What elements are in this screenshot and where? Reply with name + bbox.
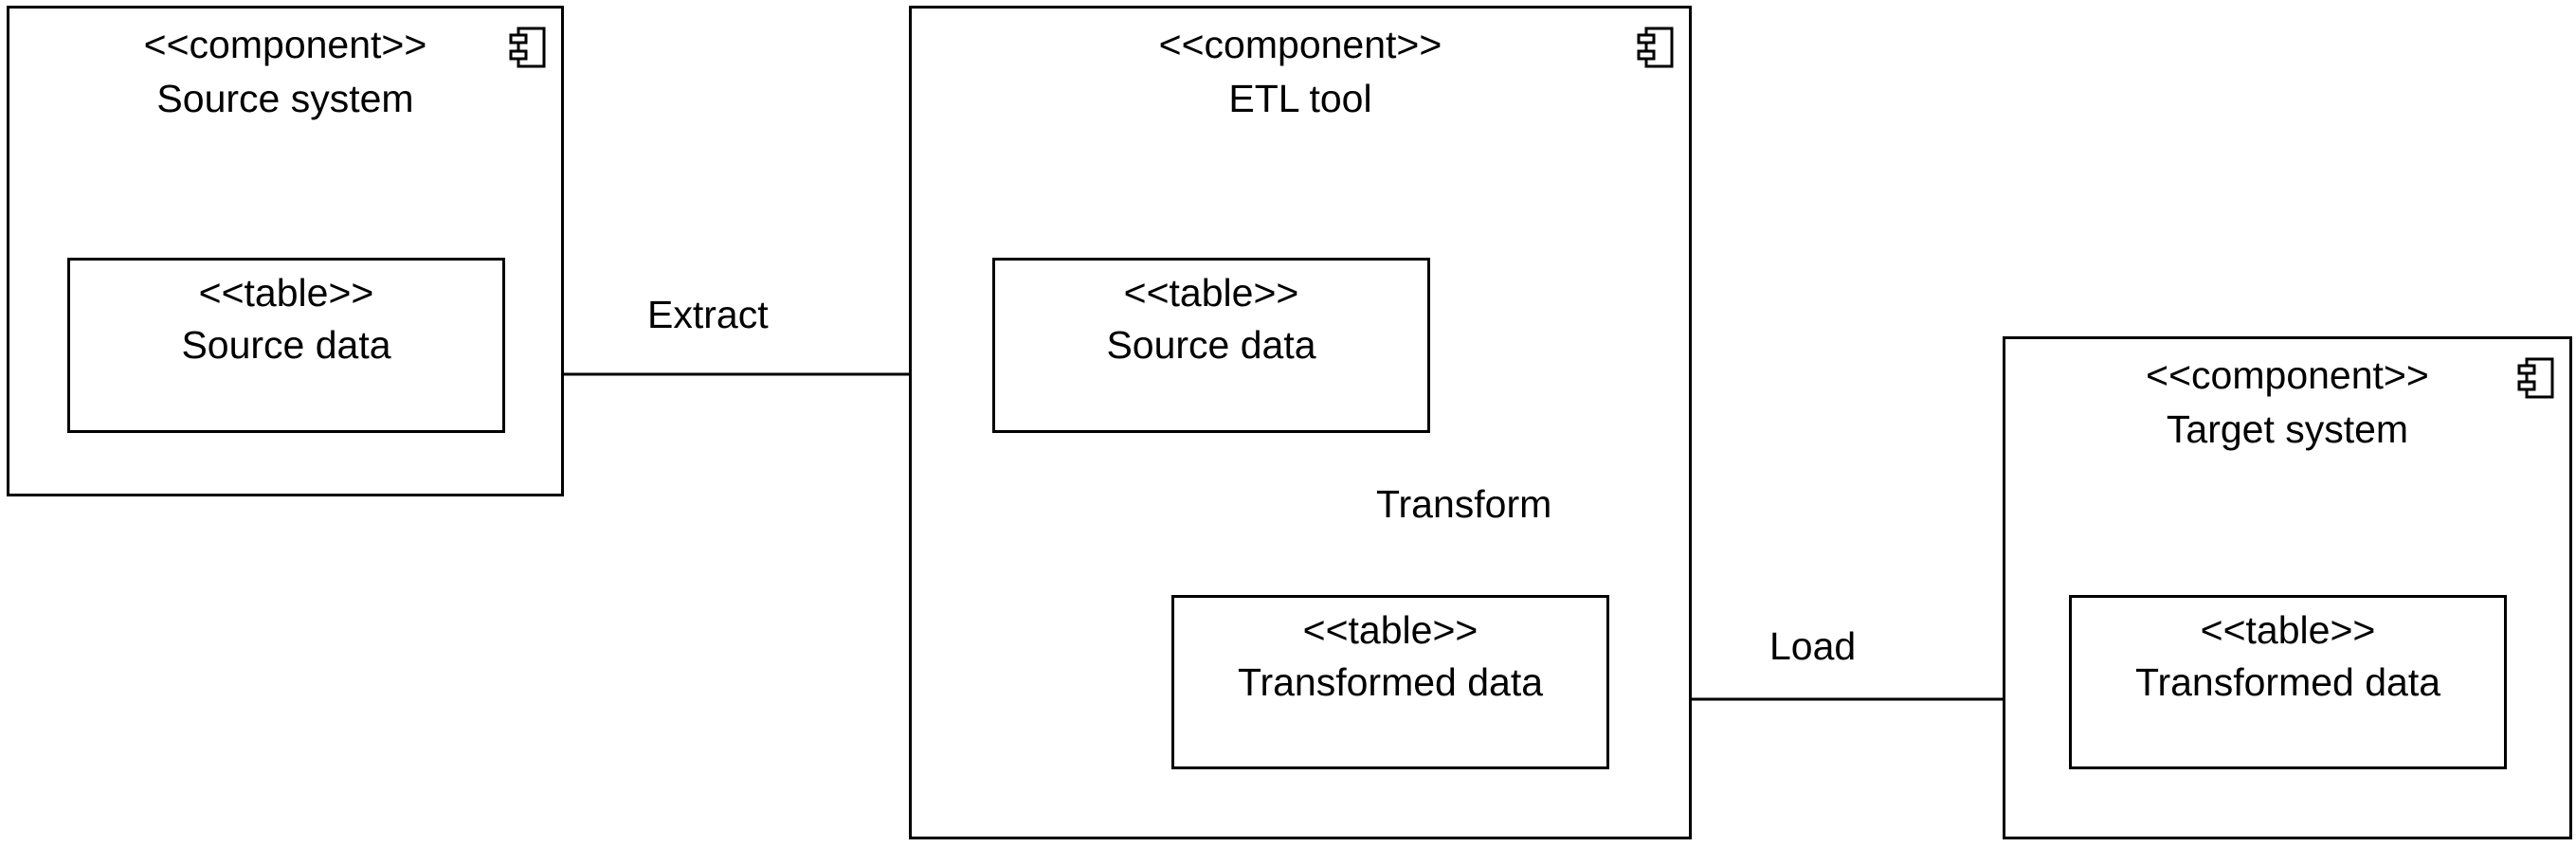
extract-label: Extract <box>647 293 769 336</box>
etl-tool-source-data-table: <<table>> Source data <box>992 258 1430 433</box>
uml-component-icon <box>509 27 546 68</box>
table-stereotype: <<table>> <box>1302 608 1478 652</box>
source-system-source-data-table: <<table>> Source data <box>67 258 505 433</box>
component-stereotype: <<component>> <box>143 23 427 66</box>
component-name: Source system <box>156 77 414 120</box>
component-stereotype: <<component>> <box>1158 23 1442 66</box>
table-name: Source data <box>181 323 391 367</box>
component-name: Target system <box>2166 407 2409 451</box>
table-stereotype: <<table>> <box>1123 271 1299 315</box>
table-stereotype: <<table>> <box>2200 608 2376 652</box>
target-system-transformed-data-table: <<table>> Transformed data <box>2069 595 2507 769</box>
component-name: ETL tool <box>1228 77 1372 120</box>
table-stereotype: <<table>> <box>198 271 374 315</box>
load-label: Load <box>1769 624 1857 668</box>
transform-label: Transform <box>1376 482 1552 526</box>
etl-tool-transformed-data-table: <<table>> Transformed data <box>1171 595 1609 769</box>
uml-component-icon <box>2517 357 2554 399</box>
table-name: Transformed data <box>2134 660 2441 704</box>
table-name: Source data <box>1106 323 1316 367</box>
component-stereotype: <<component>> <box>2146 353 2429 397</box>
uml-component-icon <box>1637 27 1674 68</box>
table-name: Transformed data <box>1237 660 1544 704</box>
